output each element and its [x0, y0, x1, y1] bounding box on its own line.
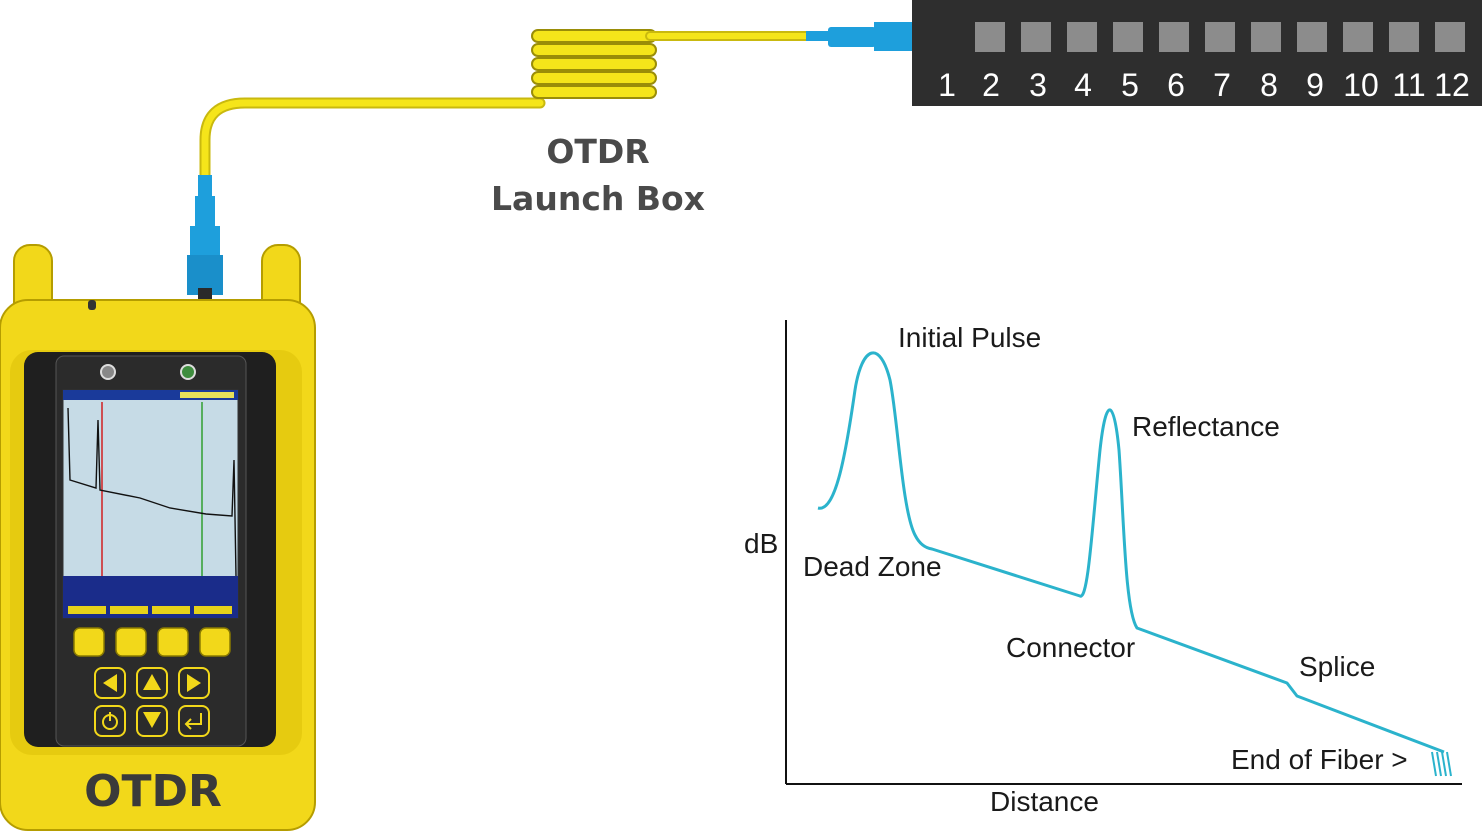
port-number-9: 9 — [1306, 67, 1324, 103]
port-number-2: 2 — [982, 67, 1000, 103]
port-3[interactable] — [1021, 22, 1051, 52]
port-number-11: 11 — [1392, 67, 1426, 103]
splice-label: Splice — [1299, 651, 1376, 682]
end-of-fiber-label: End of Fiber > — [1231, 744, 1408, 775]
port-10[interactable] — [1343, 22, 1373, 52]
port-number-1: 1 — [938, 67, 956, 103]
connector-label: Connector — [1006, 632, 1136, 663]
port-number-7: 7 — [1213, 67, 1231, 103]
port-number-5: 5 — [1121, 67, 1139, 103]
initial-pulse-label: Initial Pulse — [898, 322, 1042, 353]
port-9[interactable] — [1297, 22, 1327, 52]
dead-zone-label: Dead Zone — [803, 551, 942, 582]
x-axis-label: Distance — [990, 786, 1099, 817]
port-number-3: 3 — [1029, 67, 1047, 103]
launch-box-label-line1: OTDR — [546, 132, 650, 171]
port-number-10: 10 — [1343, 67, 1379, 103]
port-6[interactable] — [1159, 22, 1189, 52]
port-4[interactable] — [1067, 22, 1097, 52]
port-5[interactable] — [1113, 22, 1143, 52]
launch-box-label-line2: Launch Box — [491, 179, 705, 218]
reflectance-label: Reflectance — [1132, 411, 1280, 442]
trace-line — [817, 351, 1445, 754]
port-number-6: 6 — [1167, 67, 1185, 103]
port-7[interactable] — [1205, 22, 1235, 52]
port-1[interactable] — [926, 22, 956, 52]
otdr-device — [0, 244, 316, 831]
port-number-12: 12 — [1434, 67, 1470, 103]
port-11[interactable] — [1389, 22, 1419, 52]
end-of-fiber-marks — [1431, 751, 1452, 777]
launch-box-coil — [531, 29, 657, 99]
otdr-trace-graph — [785, 320, 1462, 785]
launch-box-label: OTDR Launch Box — [470, 128, 726, 222]
port-2[interactable] — [975, 22, 1005, 52]
y-axis-label: dB — [744, 528, 779, 559]
port-12[interactable] — [1435, 22, 1465, 52]
otdr-sc-connector — [187, 175, 223, 304]
otdr-device-label: OTDR — [84, 766, 222, 817]
patch-panel: 1 2 3 4 5 6 7 8 9 10 11 12 — [912, 0, 1482, 106]
port-8[interactable] — [1251, 22, 1281, 52]
port-number-8: 8 — [1260, 67, 1278, 103]
port-number-4: 4 — [1074, 67, 1092, 103]
